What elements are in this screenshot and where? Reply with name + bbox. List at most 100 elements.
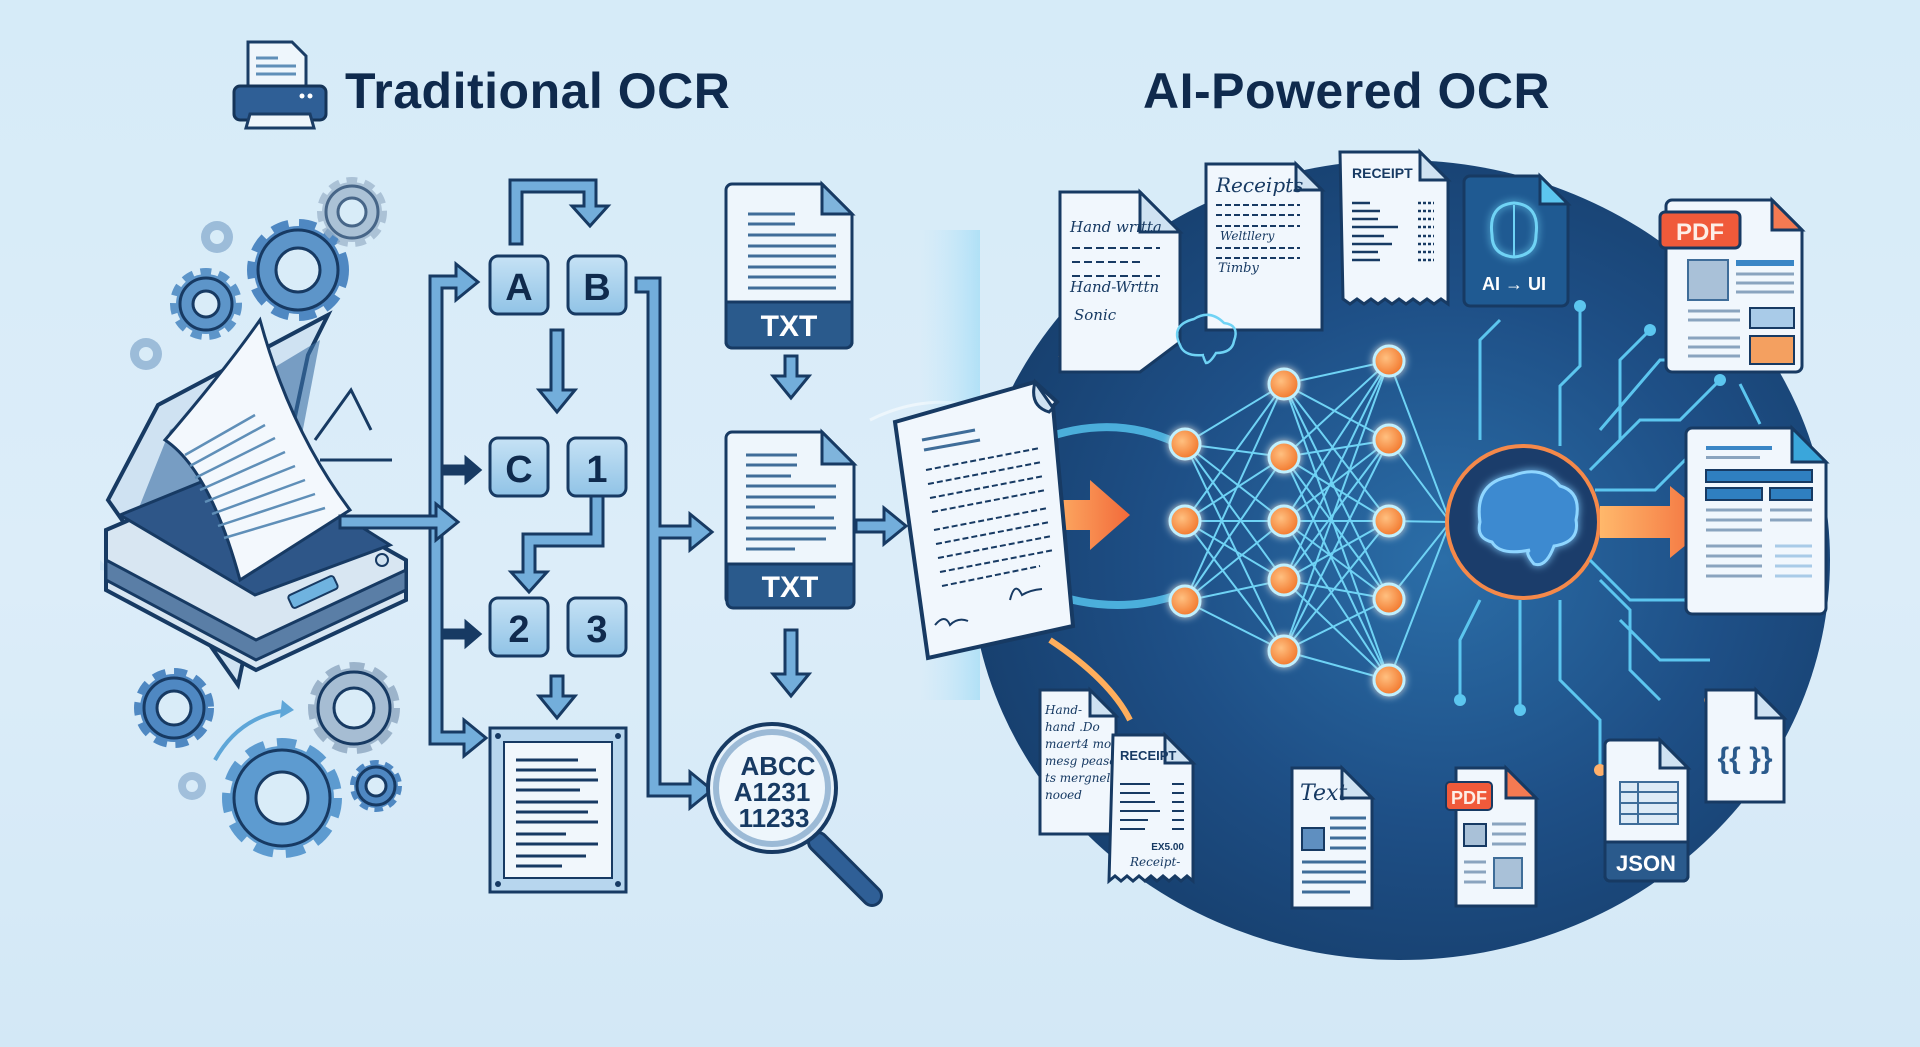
network-link [1388, 521, 1451, 681]
tile-b: B [566, 254, 628, 316]
network-node [1372, 344, 1406, 378]
handwritten-doc-top: Hand writta Hand-Wrttn Sonic [1058, 188, 1184, 374]
handwriting-text: Timby [1218, 261, 1259, 276]
network-link [1283, 579, 1390, 600]
network-link [1184, 520, 1285, 652]
txt-label: TXT [761, 310, 818, 343]
network-link [1283, 439, 1390, 458]
magnifier-icon: ABCC A1231 11233 [706, 722, 883, 907]
network-node [1267, 440, 1301, 474]
network-link [1283, 520, 1390, 652]
report-doc-right [1684, 424, 1830, 616]
receipt-footer: Receipt- [1129, 855, 1180, 869]
network-link [1184, 383, 1285, 522]
brain-core [1445, 444, 1601, 600]
tile-label: C [505, 449, 532, 491]
network-link [1184, 456, 1285, 602]
network-link [1283, 439, 1390, 522]
tile-2: 2 [488, 596, 550, 658]
network-link [1388, 439, 1451, 523]
txt-label: TXT [762, 571, 819, 604]
tile-3: 3 [566, 596, 628, 658]
traditional-ocr-title: Traditional OCR [345, 63, 731, 119]
flow-arrow [1738, 383, 1762, 425]
handwriting-text: mesg peases [1045, 754, 1123, 768]
handwriting-text: Weltllery [1220, 229, 1275, 243]
network-link [1283, 456, 1390, 522]
magnifier-text: 11233 [739, 803, 810, 833]
network-link [1283, 383, 1390, 522]
receipts-doc: Receipts Weltllery Timby [1204, 160, 1326, 332]
receipt-total: EX5.00 [1151, 842, 1184, 853]
network-node [1372, 423, 1406, 457]
handwriting-text: Hand writta [1069, 218, 1162, 236]
network-link [1184, 443, 1285, 581]
network-link [1283, 579, 1390, 681]
network-link [1283, 439, 1390, 652]
document-frame-icon [488, 726, 628, 894]
network-link [1283, 520, 1390, 600]
neural-network [1168, 344, 1451, 697]
ai-ocr-title: AI-Powered OCR [1143, 63, 1551, 119]
network-link [1283, 650, 1390, 681]
handwriting-text: Hand- [1044, 703, 1082, 717]
tile-label: 1 [586, 449, 607, 491]
receipts-title: Receipts [1215, 173, 1303, 197]
network-node [1372, 663, 1406, 697]
scanner-icon [100, 310, 408, 690]
text-doc: Text [1290, 764, 1376, 910]
handwriting-text: maert4 mott [1045, 737, 1121, 751]
printer-icon [232, 40, 328, 130]
network-link [1283, 360, 1390, 581]
json-doc: JSON [1603, 736, 1692, 883]
network-link [1184, 600, 1285, 652]
gear-icon [134, 662, 402, 858]
network-link [1184, 443, 1285, 458]
network-link [1283, 383, 1390, 441]
network-node [1168, 584, 1202, 618]
receipt-doc-bottom: RECEIPT EX5.00 Receipt- [1107, 731, 1197, 885]
orange-input-arrow [1040, 480, 1130, 550]
handwritten-letter [892, 378, 1076, 661]
tile-label: 2 [508, 609, 529, 651]
network-link [1283, 383, 1390, 681]
tile-a: A [488, 254, 550, 316]
network-link [1283, 383, 1390, 600]
tile-c: C [488, 436, 550, 498]
network-link [1184, 520, 1285, 602]
network-link [1283, 598, 1390, 652]
json-label: JSON [1616, 851, 1676, 876]
network-node [1267, 563, 1301, 597]
ai-card-doc: AI → UI [1462, 172, 1572, 308]
network-node [1267, 367, 1301, 401]
magnifier-text: ABCC [740, 751, 815, 781]
network-link [1184, 443, 1285, 652]
network-link [1184, 520, 1285, 581]
network-node [1168, 427, 1202, 461]
network-link [1388, 360, 1451, 523]
network-link [1283, 360, 1390, 385]
network-node [1267, 634, 1301, 668]
network-link [1283, 360, 1390, 652]
brain-outline-icon [1175, 313, 1237, 365]
handwriting-text: nooed [1045, 788, 1082, 802]
tile-label: B [583, 267, 610, 309]
ai-card-label: AI → UI [1482, 274, 1546, 294]
pdf-badge: PDF [1676, 219, 1724, 246]
receipt-doc-top: RECEIPT [1338, 148, 1452, 307]
receipt-title: RECEIPT [1120, 748, 1176, 763]
network-node [1372, 582, 1406, 616]
magnifier-text: A1231 [734, 777, 811, 807]
tile-label: 3 [586, 609, 607, 651]
pdf-badge: PDF [1451, 788, 1487, 808]
tile-label: A [505, 267, 532, 309]
network-link [1283, 520, 1390, 681]
text-doc-title: Text [1300, 781, 1347, 806]
character-tiles: A B C 1 2 3 [488, 254, 628, 658]
network-node [1267, 504, 1301, 538]
receipt-title: RECEIPT [1352, 165, 1413, 181]
handwriting-text: hand .Do [1045, 720, 1100, 734]
handwriting-text: Hand-Wrttn [1069, 278, 1159, 296]
code-braces: {{ }} [1717, 742, 1772, 775]
